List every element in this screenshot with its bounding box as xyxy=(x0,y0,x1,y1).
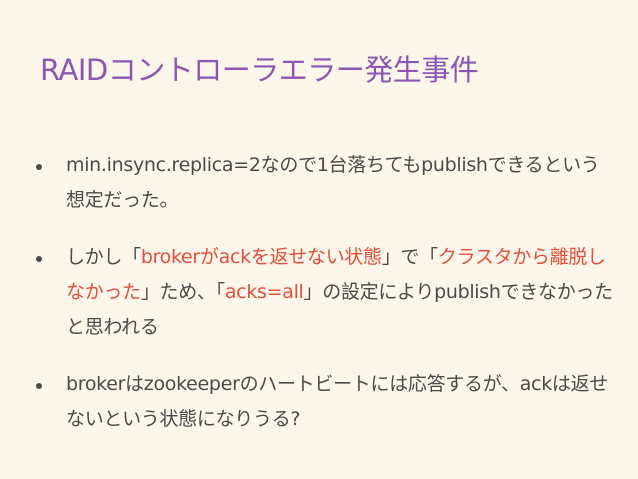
bullet-text: しかし「brokerがackを返せない状態」で「クラスタから離脱しなかった」ため… xyxy=(66,246,613,338)
bullet-list: min.insync.replica=2なので1台落ちてもpublishできると… xyxy=(34,148,614,437)
bullet-item-3: brokerはzookeeperのハートビートには応答するが、ackは返せないと… xyxy=(34,367,614,437)
bullet-dot-icon xyxy=(36,383,42,389)
bullet-segment: 」で「 xyxy=(381,246,438,268)
bullet-segment: min.insync.replica=2なので1台落ちてもpublishできると… xyxy=(66,154,600,211)
bullet-segment: 」ため、「 xyxy=(140,281,225,303)
highlighted-segment: acks=all xyxy=(224,281,304,303)
bullet-segment: 」の設定によりpublishできなかったと思われる xyxy=(66,281,613,338)
highlighted-segment: brokerがackを返せない状態 xyxy=(140,246,382,268)
slide-title: RAIDコントローラエラー発生事件 xyxy=(40,53,479,87)
bullet-text: brokerはzookeeperのハートビートには応答するが、ackは返せないと… xyxy=(66,373,608,430)
bullet-dot-icon xyxy=(36,164,42,170)
bullet-segment: brokerはzookeeperのハートビートには応答するが、ackは返せないと… xyxy=(66,373,609,430)
bullet-item-1: min.insync.replica=2なので1台落ちてもpublishできると… xyxy=(34,148,614,218)
bullet-segment: しかし「 xyxy=(66,246,141,268)
bullet-item-2: しかし「brokerがackを返せない状態」で「クラスタから離脱しなかった」ため… xyxy=(34,240,614,345)
bullet-text: min.insync.replica=2なので1台落ちてもpublishできると… xyxy=(66,154,600,211)
highlighted-segment: クラスタから離脱しなかった xyxy=(66,246,606,303)
bullet-dot-icon xyxy=(36,256,42,262)
